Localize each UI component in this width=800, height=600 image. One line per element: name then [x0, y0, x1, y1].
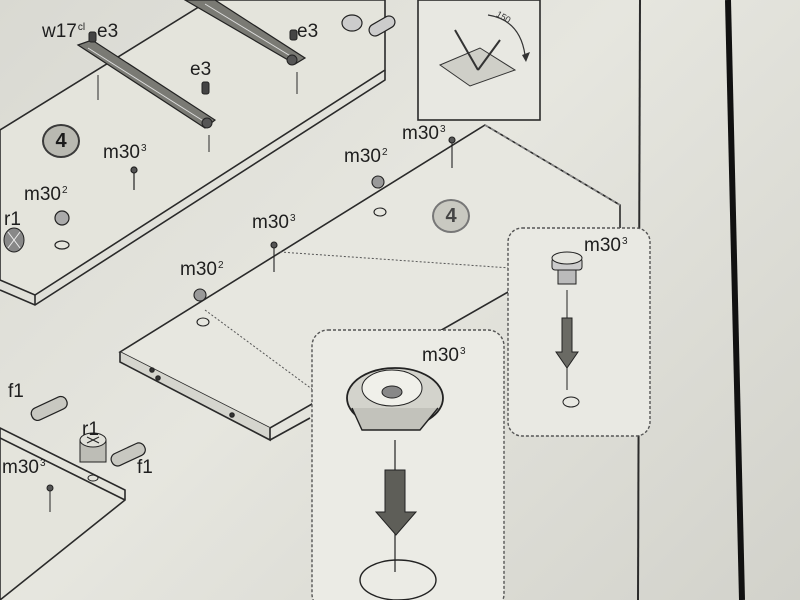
- m30-sup: 3: [39, 457, 46, 469]
- page-border-thick: [725, 0, 745, 600]
- m30-text: m30: [180, 259, 217, 280]
- dowel-top-icon: [341, 14, 396, 37]
- screw-e3-icon: [88, 29, 298, 95]
- m30-sup: 3: [459, 345, 466, 357]
- label-r1-bottom: r1: [82, 419, 99, 440]
- large-detail-box: [311, 329, 505, 600]
- label-e3-a: e3: [97, 21, 119, 42]
- label-m30-2-center-right: m302: [344, 147, 388, 166]
- label-w17-sup: cl: [77, 21, 86, 33]
- cam-lock-bottom-icon: [46, 432, 107, 512]
- m30-text: m30: [252, 212, 289, 233]
- drawer-slide-back: [183, 0, 307, 66]
- m30-sup: 3: [439, 123, 446, 135]
- m30-text: m30: [344, 146, 381, 167]
- label-m30-3-center-left: m303: [252, 213, 296, 232]
- step-number-badge-center: 4: [432, 199, 470, 233]
- m30-sup: 2: [381, 146, 388, 158]
- label-m30-3-large-detail: m303: [422, 346, 466, 365]
- cam-lock-r1-icon: [3, 227, 25, 253]
- label-m30-2-center-left: m302: [180, 260, 224, 279]
- step-number-badge: 4: [42, 124, 80, 158]
- label-e3-b: e3: [190, 59, 212, 80]
- label-r1-top: r1: [4, 209, 21, 230]
- m30-sup: 3: [140, 142, 147, 154]
- m30-text: m30: [2, 457, 39, 478]
- m30-text: m30: [24, 184, 61, 205]
- label-f1-left: f1: [8, 381, 24, 402]
- label-f1-right: f1: [137, 457, 153, 478]
- panel-bottom-left: [0, 427, 126, 600]
- label-m30-3-top: m303: [103, 143, 147, 162]
- label-e3-c: e3: [297, 21, 319, 42]
- m30-text: m30: [584, 235, 621, 256]
- label-w17-text: w17: [42, 21, 77, 42]
- m30-text: m30: [402, 123, 439, 144]
- label-w17: w17cl: [42, 22, 85, 41]
- cam-fitting-m30-icon: [54, 166, 138, 250]
- label-m30-3-bottom: m303: [2, 458, 46, 477]
- drawer-slide-front: [76, 39, 217, 129]
- m30-sup: 3: [289, 212, 296, 224]
- label-m30-3-center-right: m303: [402, 124, 446, 143]
- panel-center: [118, 124, 621, 442]
- rotation-detail-frame: [417, 0, 541, 121]
- m30-text: m30: [103, 142, 140, 163]
- panel-top-left: [0, 0, 386, 306]
- m30-sup: 2: [217, 259, 224, 271]
- small-detail-box: [507, 227, 651, 437]
- m30-sup: 2: [61, 184, 68, 196]
- screw-guide-lines: [97, 72, 298, 152]
- m30-sup: 3: [621, 235, 628, 247]
- label-m30-2-top: m302: [24, 185, 68, 204]
- leader-lines: [204, 251, 511, 396]
- dowel-f1-icon: [30, 395, 146, 467]
- label-m30-3-small-detail: m303: [584, 236, 628, 255]
- m30-text: m30: [422, 345, 459, 366]
- center-panel-holes: [193, 136, 456, 327]
